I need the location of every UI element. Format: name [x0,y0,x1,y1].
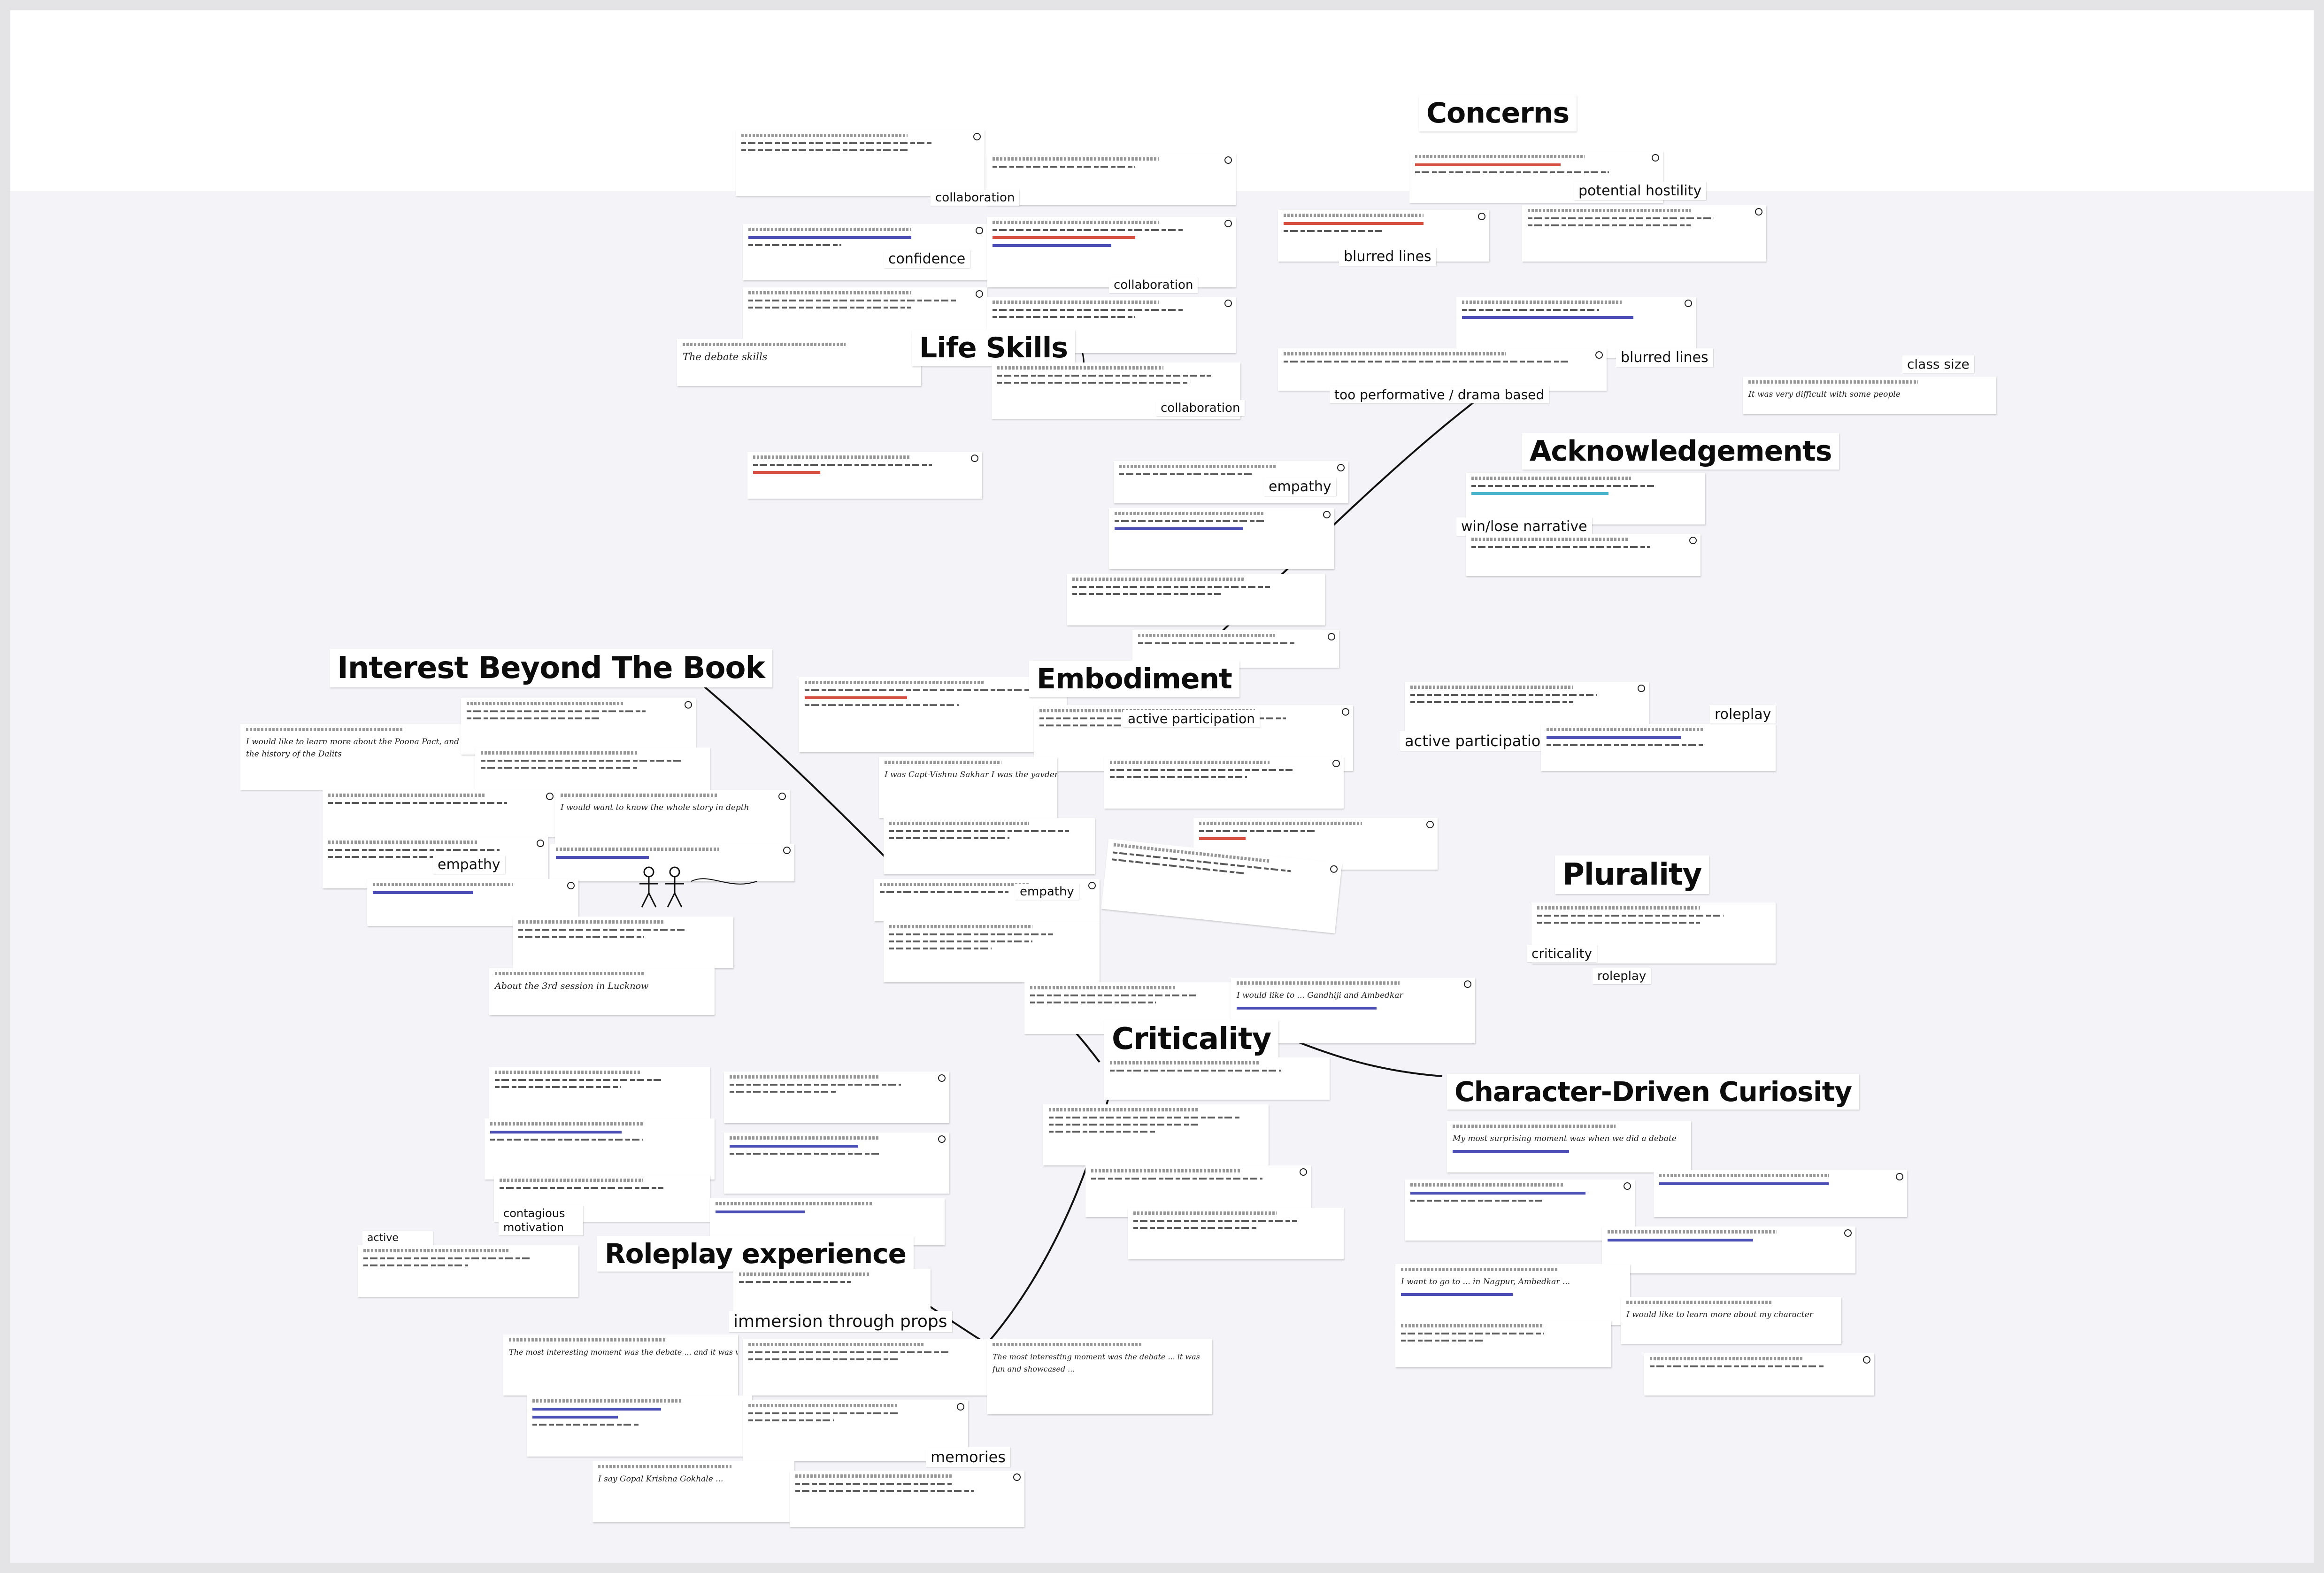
whiteboard-canvas: Concerns potential hostility blurred lin… [10,10,2314,1563]
tag-empathy-3: empathy [433,856,505,874]
note-roleplay-15 [790,1471,1024,1527]
note-roleplay-8 [733,1269,931,1311]
note-life-skills-2 [987,154,1236,205]
note-criticality-4 [1043,1104,1269,1165]
note-roleplay-7 [358,1245,578,1297]
tag-contagious-motivation: contagious motivation [499,1205,583,1235]
tag-class-size: class size [1902,355,1974,373]
note-interest-1: I would like to learn more about the Poo… [240,724,475,790]
note-curiosity-5-text: I want to go to ... in Nagpur, Ambedkar … [1401,1277,1570,1287]
note-roleplay-11-text: The most interesting moment was the deba… [993,1352,1200,1373]
tag-potential-hostility: potential hostility [1574,182,1707,200]
note-curiosity-1: My most surprising moment was when we di… [1447,1121,1691,1172]
tag-roleplay-2: roleplay [1593,968,1651,984]
heading-criticality: Criticality [1104,1020,1279,1058]
note-roleplay-1 [489,1067,710,1118]
note-life-skills-4 [987,217,1236,287]
note-embodiment-5-text: I was Capt-Vishnu Sakhar I was the yavde… [885,770,1057,779]
note-curiosity-4 [1602,1226,1855,1273]
note-interest-10-text: About the 3rd session in Lucknow [495,981,649,991]
tag-blurred-lines-2: blurred lines [1616,348,1713,367]
tag-empathy-1: empathy [1264,478,1336,496]
heading-interest-beyond-the-book: Interest Beyond The Book [330,649,773,687]
note-interest-4 [323,790,557,837]
note-curiosity-6-text: I would like to learn more about my char… [1626,1310,1813,1319]
note-curiosity-1-text: My most surprising moment was when we di… [1453,1134,1677,1143]
tag-criticality: criticality [1527,945,1597,962]
tag-too-performative: too performative / drama based [1330,386,1549,403]
note-embodiment-3 [799,677,1067,752]
note-roleplay-10 [743,1339,1006,1396]
note-interest-7 [550,844,794,881]
note-empathy-2 [1109,508,1334,569]
note-life-skills-7: The debate skills [677,339,921,386]
note-class-size: It was very difficult with some people [1743,377,1996,414]
note-curiosity-3 [1654,1170,1907,1217]
heading-plurality: Plurality [1555,856,1709,894]
note-interest-1-text: I would like to learn more about the Poo… [246,737,460,759]
note-roleplay-4 [724,1133,949,1194]
tag-collaboration-1: collaboration [931,190,1020,206]
note-empathy-4 [884,921,1100,982]
note-interest-2 [461,698,696,755]
tag-roleplay-1: roleplay [1710,705,1776,724]
heading-character-driven-curiosity: Character-Driven Curiosity [1447,1074,1860,1110]
tag-collaboration-3: collaboration [1156,400,1245,416]
tag-win-lose-narrative: win/lose narrative [1456,517,1592,536]
heading-acknowledgements: Acknowledgements [1522,433,1839,470]
tag-empathy-2: empathy [1015,884,1079,900]
note-interest-3 [475,748,710,794]
note-embodiment-7 [884,818,1095,874]
tag-active-participation-1: active participation [1123,710,1260,727]
note-life-skills-9 [747,452,982,499]
tag-blurred-lines-1: blurred lines [1339,247,1436,266]
note-embodiment-5: I was Capt-Vishnu Sakhar I was the yavde… [879,757,1057,818]
note-life-skills-1 [736,130,985,196]
note-curiosity-8 [1644,1353,1874,1396]
note-concerns-3 [1522,205,1766,262]
note-roleplay-9-text: The most interesting moment was the deba… [509,1348,738,1357]
tag-confidence: confidence [884,250,970,268]
note-roleplay-2 [724,1072,949,1123]
note-roleplay-14: I say Gopal Krishna Gokhale ... [593,1461,794,1522]
note-roleplay-12 [527,1396,752,1457]
note-class-size-text: It was very difficult with some people [1748,390,1901,399]
note-concerns-2 [1278,210,1489,262]
note-concerns-5 [1278,348,1607,391]
note-roleplay-right [1541,724,1776,771]
heading-roleplay-experience: Roleplay experience [597,1236,914,1272]
tag-memories: memories [926,1447,1011,1467]
note-roleplay-14-text: I say Gopal Krishna Gokhale ... [598,1474,723,1484]
note-interest-9 [513,917,733,968]
note-life-skills-7-text: The debate skills [683,351,768,362]
note-embodiment-6 [1104,757,1344,809]
heading-life-skills: Life Skills [912,330,1076,366]
connector-interest-book-empathy [681,667,894,866]
heading-concerns: Concerns [1419,95,1577,131]
note-criticality-6 [1128,1208,1344,1259]
note-roleplay-9: The most interesting moment was the deba… [503,1334,738,1396]
tag-immersion-through-props: immersion through props [729,1311,952,1332]
note-interest-5-text: I would want to know the whole story in … [561,803,749,812]
note-embodiment-1 [1067,574,1325,625]
note-criticality-3 [1104,1057,1330,1100]
note-curiosity-7 [1395,1320,1611,1367]
tag-collaboration-2: collaboration [1109,277,1198,293]
note-roleplay-11: The most interesting moment was the deba… [987,1339,1212,1414]
note-roleplay-3 [485,1118,715,1180]
tag-active-participation-2: active participation [1400,731,1555,751]
note-curiosity-6: I would like to learn more about my char… [1621,1297,1841,1344]
stick-figures-doodle [639,866,757,908]
heading-embodiment: Embodiment [1029,661,1239,697]
note-roleplay-5 [494,1175,710,1222]
note-concerns-4 [1456,297,1696,358]
note-acknowledgements-1 [1466,473,1705,524]
note-criticality-2-text: I would like to ... Gandhiji and Ambedka… [1237,991,1403,1000]
note-interest-10: About the 3rd session in Lucknow [489,968,715,1015]
note-acknowledgements-2 [1466,534,1701,576]
note-curiosity-5: I want to go to ... in Nagpur, Ambedkar … [1395,1264,1630,1325]
note-curiosity-2 [1405,1180,1635,1241]
